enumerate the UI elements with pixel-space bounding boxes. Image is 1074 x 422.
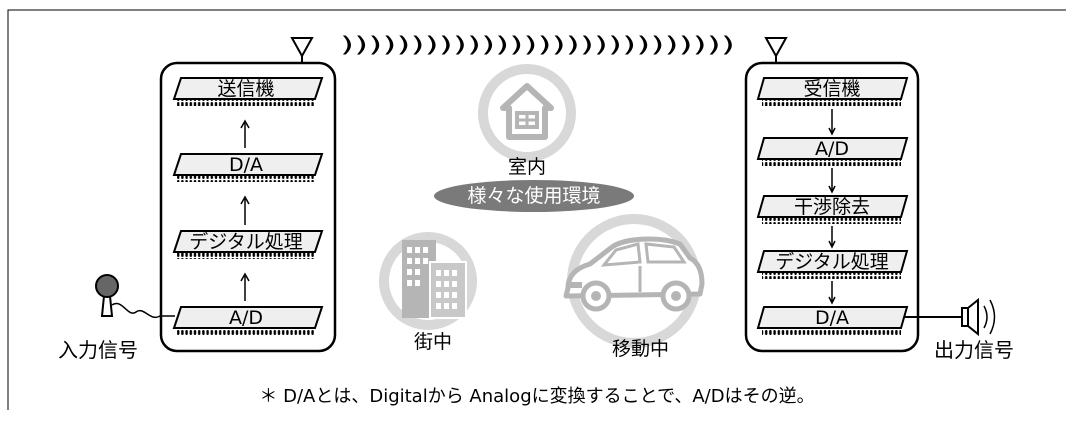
car-icon xyxy=(563,214,705,348)
transmitter-box xyxy=(159,61,337,353)
chip-rx-digital xyxy=(756,250,909,279)
house-icon xyxy=(478,64,576,162)
chip-rx-interference xyxy=(756,195,909,224)
rx-stage-ad: A/D xyxy=(814,138,850,160)
buildings-icon xyxy=(379,232,477,330)
moving-label: 移動中 xyxy=(612,338,670,360)
transmitter-title: 送信機 xyxy=(217,78,275,100)
footnote: ＊ D/Aとは、Digitalから Analogに変換することで、A/Dはその逆… xyxy=(259,386,815,407)
chip-rx-ad xyxy=(756,137,909,166)
rx-stage-interference: 干渉除去 xyxy=(793,196,870,218)
microphone-icon xyxy=(95,274,175,319)
outer-border xyxy=(7,9,1066,410)
chip-rx-receiver xyxy=(756,77,909,106)
environment-pill xyxy=(434,180,634,212)
city-label: 街中 xyxy=(414,331,453,353)
radio-waves: )))))))))))))))))))))))))))) xyxy=(340,33,735,57)
tx-stage-ad: A/D xyxy=(228,307,264,329)
chip-tx-transmitter xyxy=(172,77,324,106)
rx-stage-digital: デジタル処理 xyxy=(775,251,889,273)
chip-tx-ad xyxy=(172,306,324,335)
output-signal-label: 出力信号 xyxy=(934,338,1014,362)
chip-tx-da xyxy=(172,153,324,182)
tx-stage-da: D/A xyxy=(228,154,264,176)
receiver-box xyxy=(744,61,920,353)
tx-stage-digital: デジタル処理 xyxy=(189,231,303,253)
rx-arrows xyxy=(828,109,836,305)
indoor-label: 室内 xyxy=(508,156,547,178)
antenna-icon xyxy=(764,37,788,64)
chip-rx-da xyxy=(756,306,909,335)
environment-center-label: 様々な使用環境 xyxy=(467,185,601,207)
input-signal-label: 入力信号 xyxy=(58,338,138,362)
speaker-icon xyxy=(905,297,996,337)
receiver-title: 受信機 xyxy=(803,78,861,100)
chip-tx-digital xyxy=(172,230,324,259)
rx-stage-da: D/A xyxy=(814,307,850,329)
antenna-icon xyxy=(290,37,314,64)
tx-arrows xyxy=(240,119,250,301)
